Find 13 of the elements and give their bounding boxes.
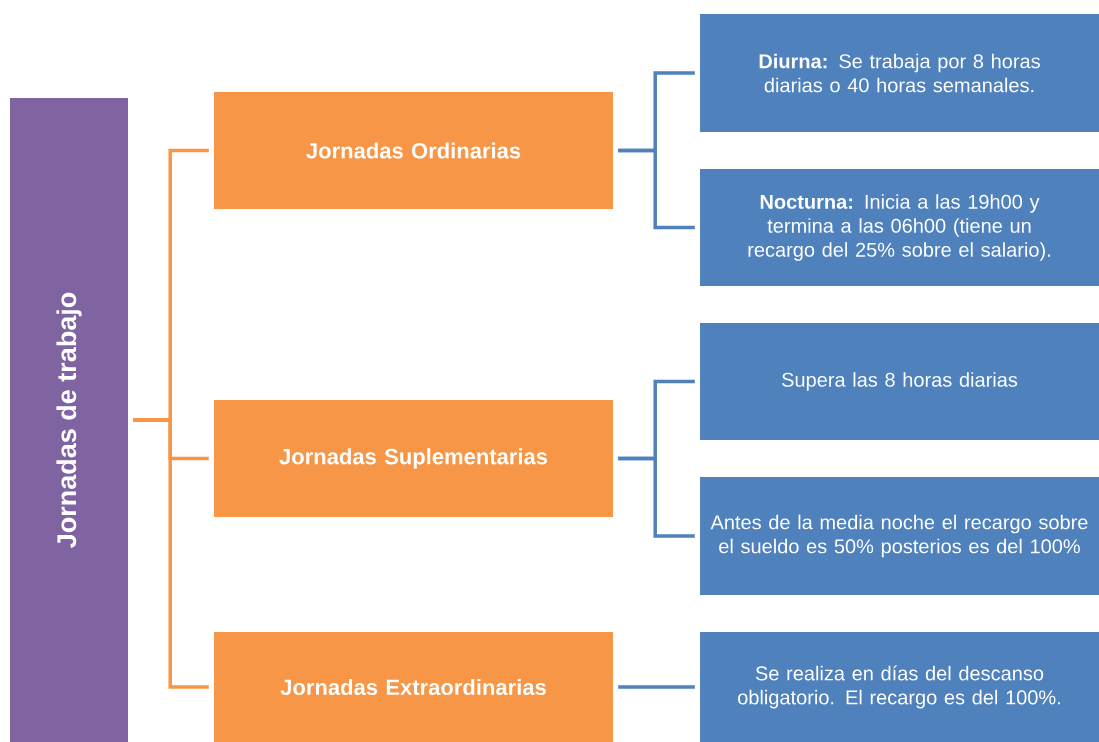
category-box: Jornadas Extraordinarias — [214, 632, 613, 742]
description-box: Antes de la media noche el recargo sobre el sueldo es 50% posterios es del 100% — [700, 477, 1099, 595]
category-box: Jornadas Ordinarias — [214, 92, 613, 209]
connector-line — [618, 456, 695, 538]
connector-line — [618, 685, 695, 689]
description-box: Nocturna: Inicia a las 19h00 y termina a las 06h00 (tiene un recargo del 25% sobre el salario). — [700, 169, 1099, 286]
description-box: Supera las 8 horas diarias — [700, 323, 1099, 440]
connector-line — [618, 148, 695, 230]
description-box: Se realiza en días del descanso obligatorio. El recargo es del 100%. — [700, 632, 1099, 742]
title-band: Jornadas de trabajo — [10, 98, 128, 742]
description-box: Diurna: Se trabaja por 8 horas diarias o 40 horas semanales. — [700, 14, 1099, 132]
connector-line — [133, 418, 209, 689]
category-box: Jornadas Suplementarias — [214, 400, 613, 517]
